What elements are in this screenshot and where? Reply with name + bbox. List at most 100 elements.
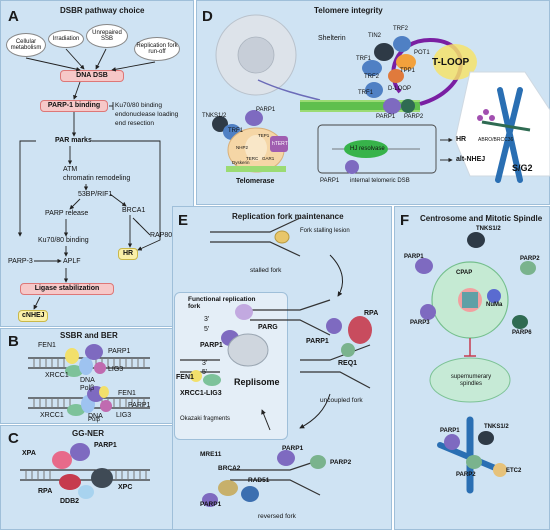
parp6-shape [512,315,528,329]
cpap-label: CPAP [456,270,473,276]
supernumerary-label: supernumerary spindles [450,374,492,387]
replisome-label: Replisome [234,377,280,387]
xrcc1-label-a: XRCC1 [45,372,69,379]
tloop-bulk [433,44,477,80]
parp2-telomere [401,99,415,113]
tin2-label: TIN2 [368,33,382,39]
parp1-label-d: PARP1 [256,107,276,113]
hr-label-d: HR [456,136,467,143]
fen1-label-b: FEN1 [118,390,136,397]
xrcc1-shape-b [67,404,85,416]
parp3-label: PARP3 [410,320,430,326]
parp3-text: PARP-3 [8,258,33,265]
shelterin-tpp1 [388,69,404,83]
sg2-label: S/G2 [512,163,533,173]
rpa-label-e: RPA [364,310,379,317]
panel-e-title: Replication fork maintenance [232,212,344,221]
parp1-label-u: PARP1 [306,338,329,345]
xrcc1-label-b: XRCC1 [40,412,64,419]
parp1-binding-box: PARP-1 binding [40,100,108,112]
rpa-shape-e [348,316,372,344]
panel-e-graphics [180,217,372,507]
etc2-label: ETC2 [506,468,522,474]
req1-label: REQ1 [338,360,358,367]
source-metabolism: Cellular metabolism [6,33,46,57]
brca2-label: BRCA2 [218,465,241,472]
parp2-shape-r [310,455,326,469]
parp1-shape-u [326,318,342,334]
numa-label: NuMa [486,302,503,308]
trf2-label-a: TRF2 [393,26,408,32]
pot1-label: POT1 [414,50,430,56]
parp1-label-c: PARP1 [94,442,117,449]
panel-c-title: GG-NER [72,429,104,438]
ddb2-shape [78,485,94,499]
spindle-ellipse [429,357,511,403]
panel-b-title: SSBR and BER [60,331,118,340]
parp1-label-b: PARP1 [128,402,151,409]
parp1-shape-f2 [444,434,460,450]
ddb2-label: DDB2 [60,498,80,505]
endonuclease-text: endonuclease loading [115,111,179,118]
polb-label-b: Polβ [88,417,101,423]
etc2-shape [493,463,507,477]
parg-shape [235,304,253,320]
shelterin-trf2-b [365,82,383,98]
lig3-label-b: LIG3 [116,412,132,419]
trf2-label-b: TRF2 [364,74,379,80]
parg-label: PARG [258,324,278,331]
parp1-shape-b1 [85,344,103,360]
brca2-shape [218,480,238,496]
stall-lesion-label: Fork stalling lesion [300,228,350,234]
parp1-label-f2: PARP1 [440,428,460,434]
parp2-label-f: PARP2 [520,256,540,262]
hj-resolvase-label: HJ resolvase [350,146,385,152]
trf1-label-a: TRF1 [356,56,371,62]
rap80-text: RAP80 [150,232,173,239]
parp1-shape-f [415,258,433,274]
parp1-label-d2: PARP1 [320,178,340,184]
fen1-label-e: FEN1 [176,374,194,381]
atm-text: ATM [63,166,78,173]
fen1-label-a: FEN1 [38,342,56,349]
parp1-label-t: PARP1 [376,114,396,120]
hr-box: HR [118,248,138,260]
functional-fork-title: Functional replication fork [188,296,256,311]
tnks-label-f: TNKS1/2 [476,226,501,232]
xpa-label: XPA [22,450,36,457]
tnks-label-f2: TNKS1/2 [484,424,509,430]
rpa-label: RPA [38,488,53,495]
rad51-shape [241,486,259,502]
parp2-shape-f2 [466,455,482,469]
internal-dsb-label: internal telomeric DSB [350,178,410,184]
dna-dsb-box: DNA DSB [60,70,124,82]
hj-resolvase-shape [344,140,388,158]
trf1-label-b: TRF1 [358,90,373,96]
replisome-shape [227,333,269,367]
shelterin-trf1 [362,60,382,76]
fen1-shape-b [99,386,109,398]
fen1-shape-e [190,370,202,382]
parp-release-text: PARP release [45,210,89,217]
panel-d-graphics [212,14,550,183]
ligase-box: Ligase stabilization [20,283,114,295]
parp2-label-r: PARP2 [330,459,352,466]
panel-d-label: D [202,8,213,25]
tert-label: hTERT [272,141,288,147]
panel-a-title: DSBR pathway choice [60,6,145,15]
source-fork-runoff: Replication fork run-off [134,37,180,61]
panel-d-title: Telomere integrity [314,6,383,15]
tep1-label: TEP1 [258,133,270,138]
polb-label-a: Polβ [80,385,95,392]
parp1-shape-c [70,443,90,461]
req1-shape [341,343,355,357]
fork-lesion [274,230,290,244]
cnhej-box: cNHEJ [18,310,48,322]
trf1-label-d: TRF1 [228,128,243,134]
source-irradiation: Irradiation [48,30,84,48]
reversed-label: reversed fork [258,513,296,520]
parp1-shape-d2 [345,160,359,174]
source-ssb: Unrepaired SSB [86,24,128,48]
parp2-label-t: PARP2 [404,114,424,120]
